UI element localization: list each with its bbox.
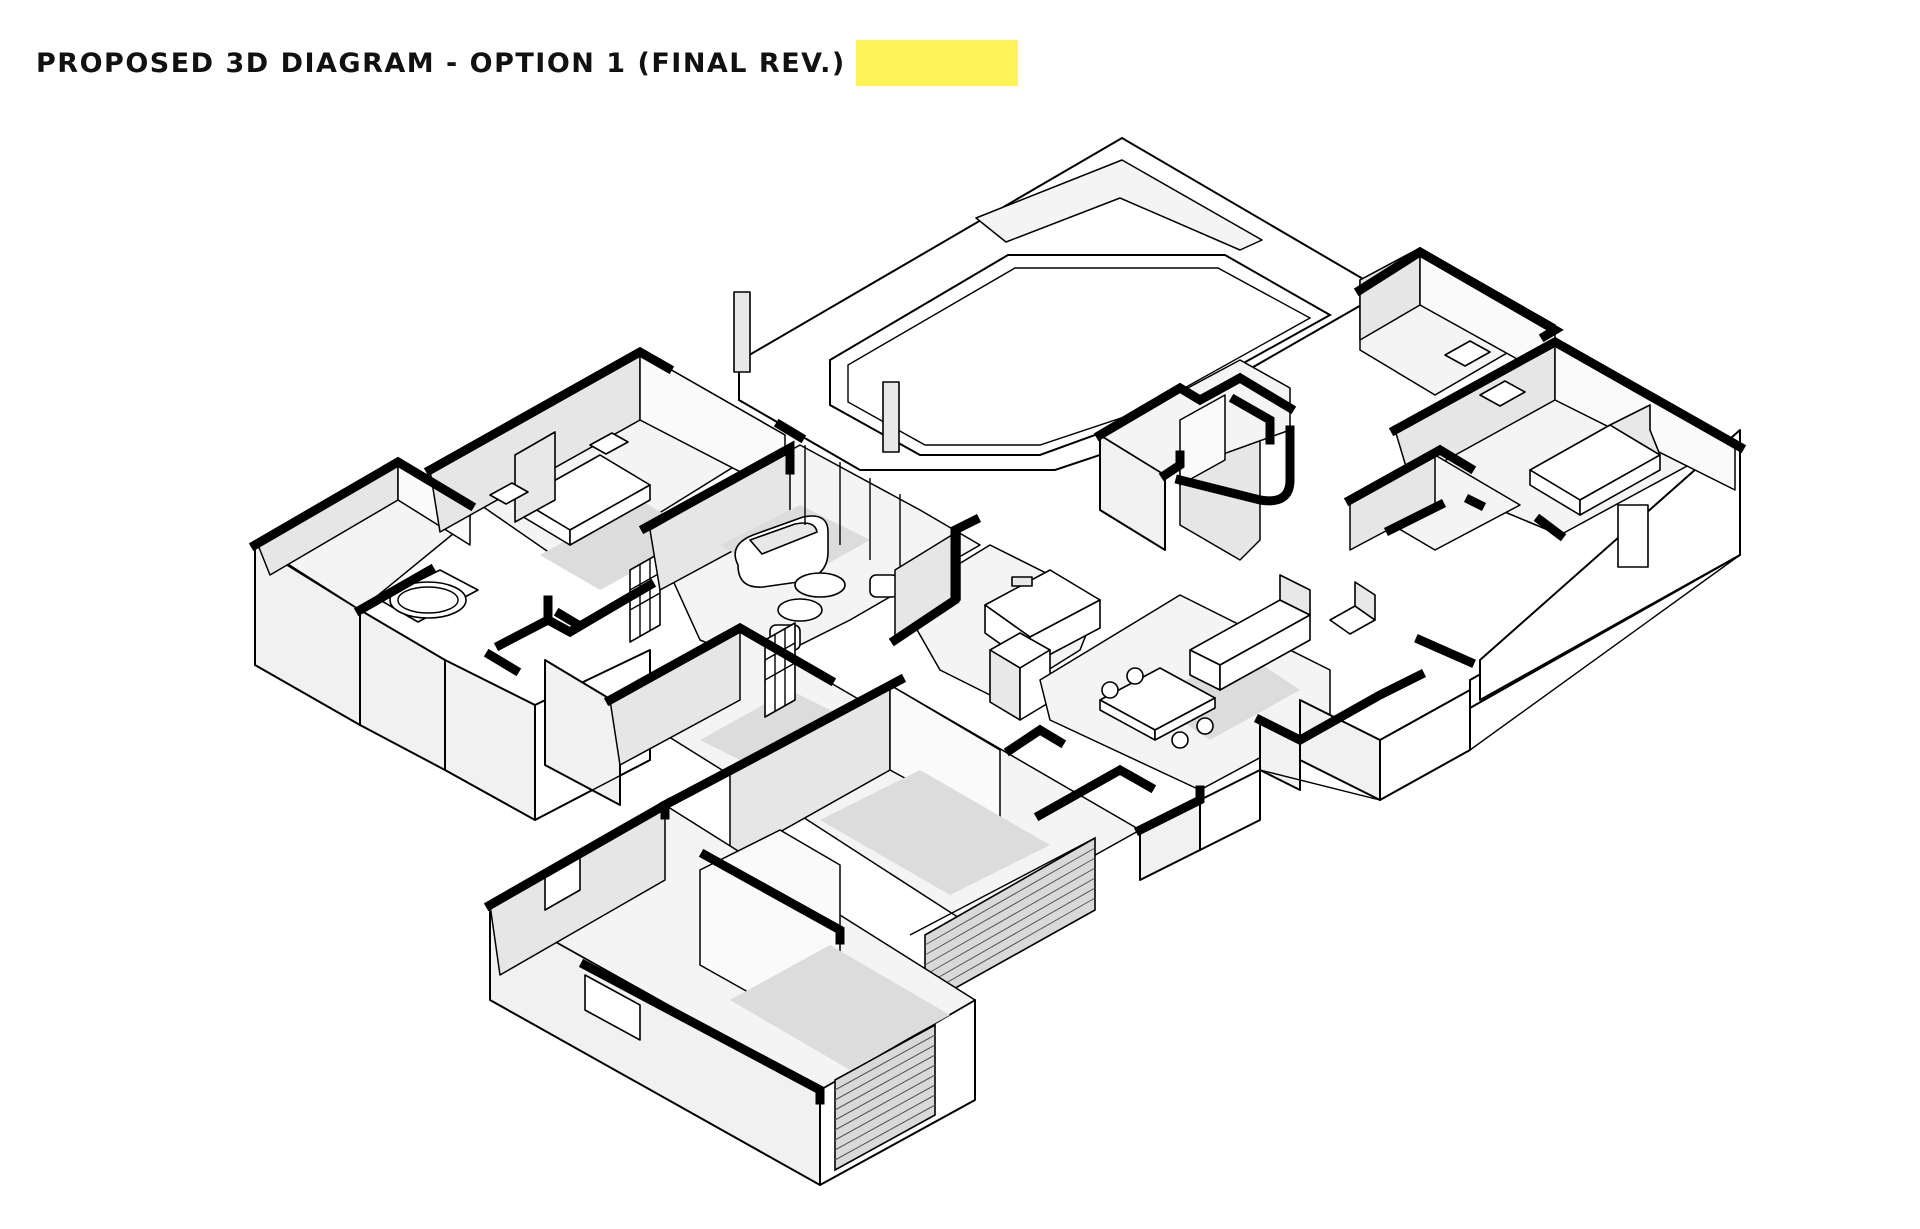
title-bar: PROPOSED 3D DIAGRAM - OPTION 1 (FINAL RE… <box>36 38 1018 88</box>
garage-door-front <box>834 1023 936 1172</box>
kitchen <box>888 513 1101 721</box>
desk-chair-2 <box>1479 380 1526 407</box>
study-room <box>544 622 861 806</box>
highlight-swatch <box>855 40 1018 86</box>
garage <box>483 673 1157 1186</box>
family-sofa <box>1189 574 1311 691</box>
rear-column-left <box>733 291 751 373</box>
garage-window-front <box>584 974 641 1041</box>
entry-porch <box>1133 769 1261 881</box>
living-room <box>638 418 981 666</box>
dining-table <box>1099 667 1216 749</box>
study-french-door <box>764 622 796 718</box>
west-wing <box>248 346 786 821</box>
coffee-table-1 <box>794 572 846 598</box>
desk-chair-1 <box>1444 340 1491 367</box>
diagram-title: PROPOSED 3D DIAGRAM - OPTION 1 (FINAL RE… <box>36 47 846 79</box>
bedroom-french-door <box>629 552 661 643</box>
outline <box>254 430 1741 1186</box>
east-exterior-door <box>1617 504 1649 568</box>
coffee-table-2 <box>777 598 823 622</box>
master-bed <box>489 431 651 546</box>
rear-column-right <box>882 381 900 453</box>
central-service-block <box>1093 359 1297 561</box>
east-wing <box>1253 246 1747 801</box>
lounge-sofa <box>734 515 829 588</box>
family-dining <box>1039 574 1376 791</box>
bedroom-3-bed <box>1529 404 1661 516</box>
lounge-armchair-2 <box>869 574 899 598</box>
bathtub <box>379 569 479 623</box>
family-armchair <box>1329 581 1376 635</box>
